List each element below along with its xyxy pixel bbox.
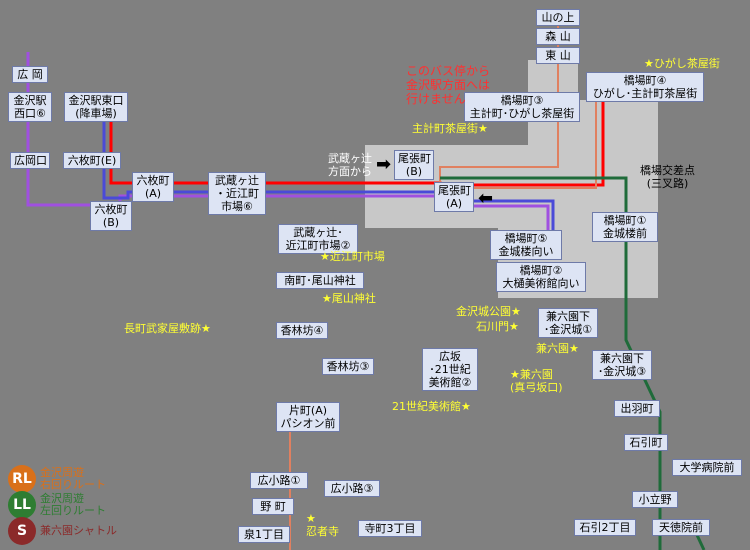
stop-yamanoue[interactable]: 山の上 [536,9,580,26]
landmark-omicho: ★近江町市場 [320,250,385,263]
stop-rokumaicho-a[interactable]: 六枚町 (A) [132,172,174,202]
route-purple-line [26,52,550,232]
stop-minamicho[interactable]: 南町･尾山神社 [276,272,364,289]
stop-hashibacho-2[interactable]: 橋場町② 大樋美術館向い [496,262,586,292]
landmark-ishikawamon: 石川門★ [476,320,519,333]
stop-hashibacho-3[interactable]: 橋場町③ 主計町･ひがし茶屋街 [464,92,580,122]
landmark-kazuemachi: 主計町茶屋街★ [412,122,488,135]
legend-rl-badge: RL [8,465,36,493]
stop-hashibacho-5[interactable]: 橋場町⑤ 金城楼向い [490,230,562,260]
legend-rl-label: 金沢周遊 右回りルート [40,466,106,491]
stop-musashi-2[interactable]: 武蔵ヶ辻･ 近江町市場② [278,224,358,254]
note-no-kanazawa: このバス停から 金沢駅方面へは 行けません [406,64,491,106]
stop-izumi-1[interactable]: 泉1丁目 [238,526,290,543]
stop-owaricho-b[interactable]: 尾張町 (B) [394,150,434,180]
stop-teramachi-3[interactable]: 寺町3丁目 [358,520,422,537]
stop-rokumaicho-e[interactable]: 六枚町(E) [63,152,121,169]
stop-kourinbo-4[interactable]: 香林坊④ [276,322,328,339]
stop-ishibikicho[interactable]: 石引町 [624,434,668,451]
legend-ll-badge: LL [8,491,36,519]
stop-hirokoji-1[interactable]: 広小路① [250,472,308,489]
legend-ll-label: 金沢周遊 左回りルート [40,492,106,517]
stop-higashiyama[interactable]: 東 山 [536,47,580,64]
landmark-museum21: 21世紀美術館★ [392,400,471,413]
stop-hirokoji-3[interactable]: 広小路③ [324,480,380,497]
stop-kenrokuen-shita-3[interactable]: 兼六園下 ･金沢城③ [592,350,652,380]
stop-owaricho-a[interactable]: 尾張町 (A) [434,182,474,212]
stop-hashibacho-4[interactable]: 橋場町④ ひがし･主計町茶屋街 [586,72,704,102]
stop-kanazawa-nishi[interactable]: 金沢駅 西口⑥ [8,92,52,122]
landmark-kanazawajo: 金沢城公園★ [456,305,521,318]
stop-hashibacho-1[interactable]: 橋場町① 金城楼前 [592,212,658,242]
stop-daigaku[interactable]: 大学病院前 [672,459,742,476]
stop-katamachi[interactable]: 片町(A) パシオン前 [276,402,340,432]
legend-s-badge: S [8,517,36,545]
stop-tentokuin[interactable]: 天徳院前 [652,519,710,536]
landmark-ninjadera: ★ 忍者寺 [306,512,339,538]
note-from-musashi: 武蔵ヶ辻 方面から [328,152,372,178]
stop-hirookaguchi[interactable]: 広岡口 [10,152,50,169]
arrow-right-icon: ➡ [376,154,392,175]
stop-hirooka[interactable]: 広 岡 [12,66,48,83]
stop-kanazawa-east[interactable]: 金沢駅東口 (降車場) [64,92,128,122]
arrow-left-icon: ⬅ [478,188,494,209]
stop-musashi-6[interactable]: 武蔵ヶ辻 ・近江町 市場⑥ [208,172,266,215]
landmark-kenrokuen: 兼六園★ [536,342,579,355]
stop-kotatsuno[interactable]: 小立野 [632,491,678,508]
stop-dewamachi[interactable]: 出羽町 [614,400,660,417]
stop-kenrokuen-shita-1[interactable]: 兼六園下 ･金沢城① [538,308,598,338]
stop-ishibiki-2[interactable]: 石引2丁目 [574,519,636,536]
stop-hirosaka[interactable]: 広坂 ･21世紀 美術館② [422,348,478,391]
route-green-line [440,176,662,550]
stop-kourinbo-3[interactable]: 香林坊③ [322,358,374,375]
landmark-oyama: ★尾山神社 [322,292,376,305]
landmark-kenrokuen-mayumizaka: ★兼六園 (真弓坂口) [510,368,563,394]
stop-morinoyama[interactable]: 森 山 [536,28,580,45]
legend-s-label: 兼六園シャトル [40,524,117,537]
landmark-nagamachi: 長町武家屋敷跡★ [124,322,211,335]
route-blue-line [102,118,555,232]
note-hashiba-junction: 橋場交差点 (三叉路) [640,164,695,190]
stop-rokumaicho-b[interactable]: 六枚町 (B) [90,201,132,231]
landmark-higashi-chaya: ★ひがし茶屋街 [644,57,720,70]
stop-nomachi[interactable]: 野 町 [252,498,294,515]
